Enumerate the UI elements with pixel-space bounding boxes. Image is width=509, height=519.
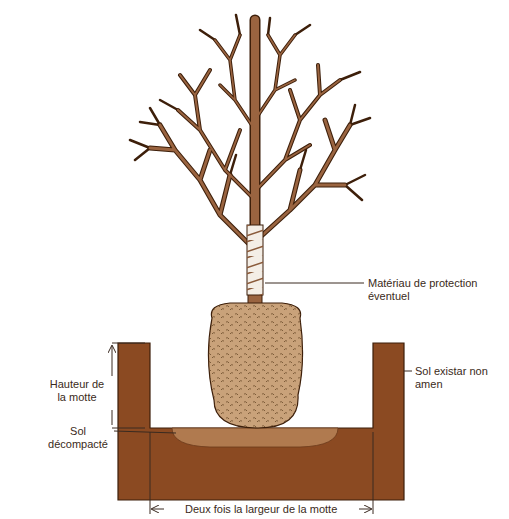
tree-crown: [130, 15, 370, 300]
leader-line: [114, 431, 176, 433]
decompacted-soil: [172, 428, 338, 447]
dimension-label: Deux fois la largeur de la motte: [182, 503, 340, 516]
root-ball: [208, 303, 302, 428]
dimension-label: Hauteur de la motte: [44, 378, 110, 404]
dimension-tick: [112, 343, 145, 428]
callout-label: Sol décompacté: [44, 425, 112, 451]
width-dimension: [152, 509, 164, 510]
protection-wrap: [247, 225, 263, 295]
root-ball-texture: [208, 303, 302, 428]
leader-line: [404, 371, 412, 372]
callout-label: Sol existar non amen: [415, 365, 495, 391]
width-dimension: [359, 509, 371, 510]
height-dimension: [112, 346, 113, 425]
dimension-tick: [150, 432, 373, 514]
trunk-protection: [247, 225, 263, 295]
leader-line: [265, 283, 364, 284]
callout-label: Matériau de protection éventuel: [368, 277, 488, 303]
